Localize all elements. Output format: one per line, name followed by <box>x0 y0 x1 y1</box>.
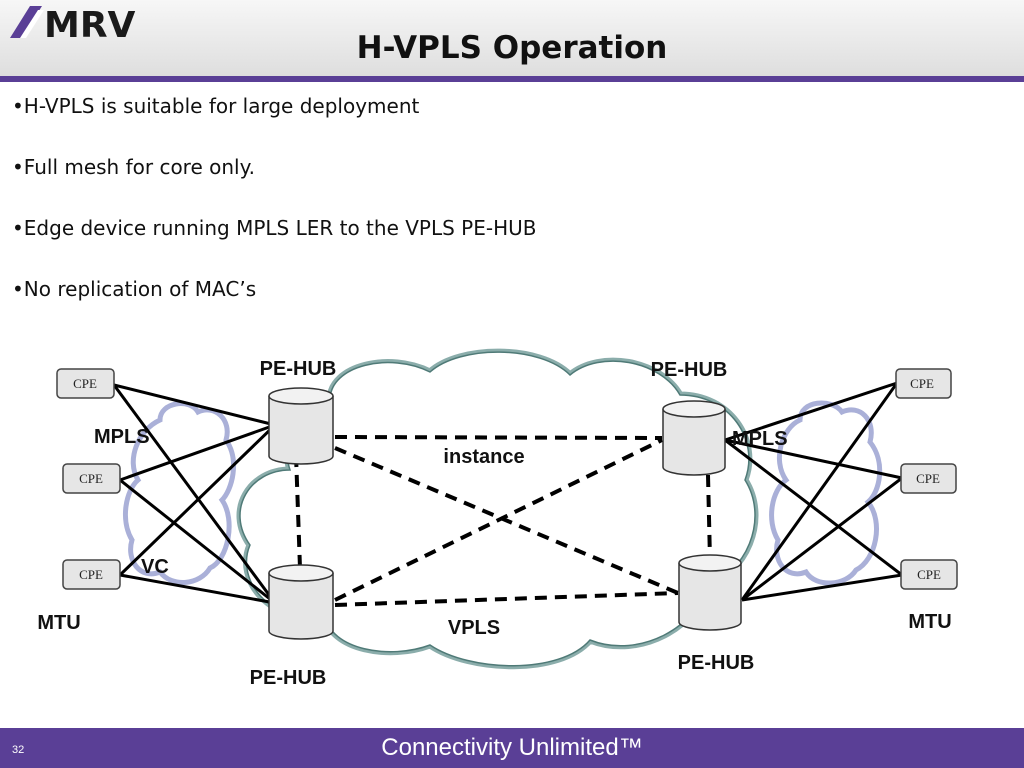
cpe-label: CPE <box>910 376 934 391</box>
mpls-right-label: MPLS <box>732 428 788 450</box>
logo-text: MRV <box>44 5 136 40</box>
mrv-logo: MRV <box>10 5 136 40</box>
cpe-box: CPE <box>895 368 952 399</box>
logo-mark-slash-icon <box>20 10 44 38</box>
vpls-label: VPLS <box>448 617 500 639</box>
bullet-item: H-VPLS is suitable for large deployment <box>12 92 912 153</box>
page-number: 32 <box>12 744 25 756</box>
cpe-label: CPE <box>79 471 103 486</box>
pe-hub-node <box>268 387 334 465</box>
cpe-box: CPE <box>62 559 121 590</box>
cpe-label: CPE <box>916 471 940 486</box>
slide-title: H-VPLS Operation <box>356 30 668 66</box>
mpls-left-label: MPLS <box>94 426 150 448</box>
vc-label: VC <box>141 556 169 578</box>
pe-hub-node <box>268 564 334 640</box>
pe-hub-label: PE-HUB <box>651 359 728 381</box>
cpe-box: CPE <box>62 463 121 494</box>
bullet-item: Edge device running MPLS LER to the VPLS… <box>12 214 912 275</box>
vpls-core-mesh <box>294 435 712 607</box>
hvpls-diagram: CPE CPE CPE CPE CPE CPE PE-HUB PE-HUB PE… <box>37 348 958 689</box>
mtu-right-label: MTU <box>908 611 951 633</box>
right-access-links <box>724 381 903 602</box>
footer-tagline: Connectivity Unlimited™ <box>381 734 643 761</box>
bullet-item: No replication of MAC’s <box>12 275 912 336</box>
cpe-box: CPE <box>900 463 957 494</box>
mtu-left-label: MTU <box>37 612 80 634</box>
cpe-label: CPE <box>79 567 103 582</box>
core-cloud <box>236 348 759 670</box>
pe-hub-node <box>662 400 726 476</box>
left-access-links <box>112 383 277 605</box>
pe-hub-label: PE-HUB <box>678 652 755 674</box>
logo-mark-icon <box>10 6 42 38</box>
cpe-label: CPE <box>73 376 97 391</box>
bullet-list: H-VPLS is suitable for large deployment … <box>12 92 912 336</box>
instance-label: instance <box>443 446 524 468</box>
cpe-box: CPE <box>900 559 958 590</box>
slide-footer: 32 Connectivity Unlimited™ <box>0 728 1024 768</box>
pe-hub-label: PE-HUB <box>250 667 327 689</box>
bullet-item: Full mesh for core only. <box>12 153 912 214</box>
pe-hub-label: PE-HUB <box>260 358 337 380</box>
cpe-label: CPE <box>917 567 941 582</box>
cpe-box: CPE <box>56 368 115 399</box>
slide-header: MRV H-VPLS Operation <box>0 0 1024 76</box>
pe-hub-node <box>678 554 742 631</box>
header-divider <box>0 76 1024 82</box>
